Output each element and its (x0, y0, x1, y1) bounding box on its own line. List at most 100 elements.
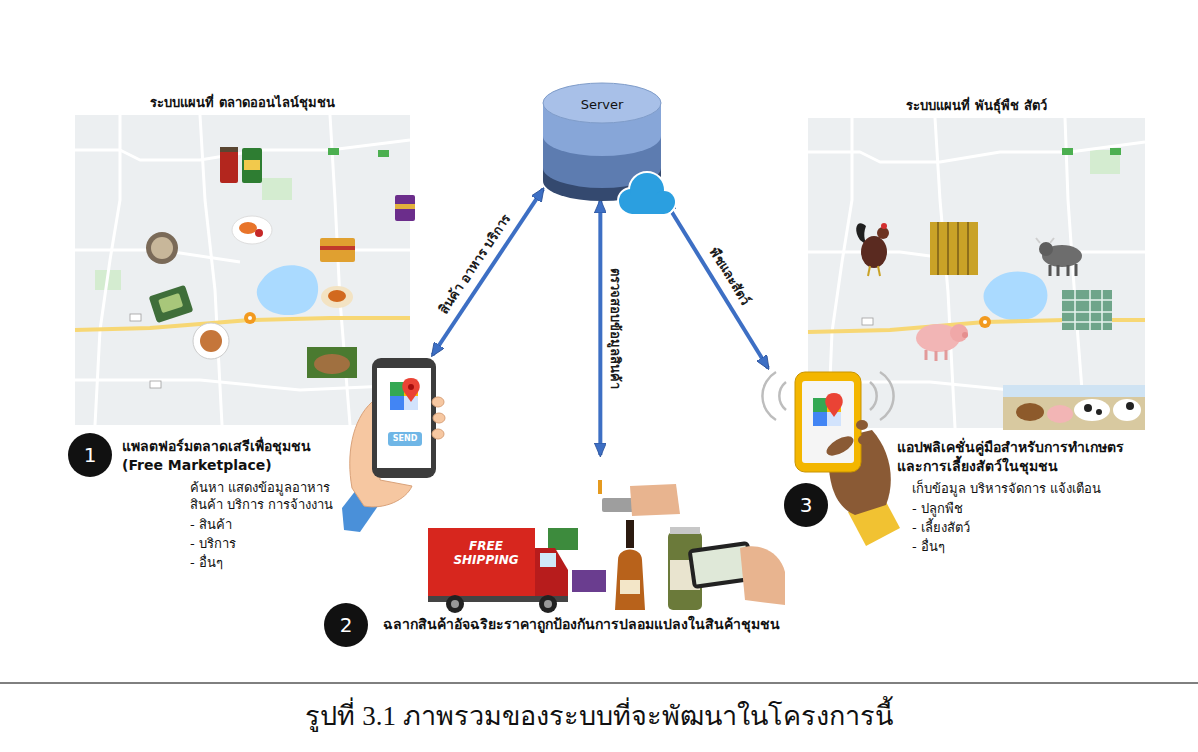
map-ground (984, 272, 1048, 321)
callout-number-text: 2 (340, 612, 353, 639)
cylinder-top (543, 83, 661, 123)
farm-photo (930, 222, 978, 275)
map-heading-slot: ระบบแผนที่ ตลาดออนไลน์ชุมชน (75, 94, 410, 112)
farm-photo (1113, 399, 1141, 421)
feature-item: - อื่นๆ (912, 538, 1112, 556)
callout-number: 1 (68, 433, 112, 477)
farm-photo (1084, 404, 1092, 412)
delivery-truck (544, 600, 552, 608)
product-bottle (626, 520, 634, 548)
farm-photo (1126, 402, 1134, 410)
farm-photo (962, 332, 968, 338)
product-photo (242, 148, 262, 183)
phone-hand (342, 358, 445, 532)
feature-item: - สินค้า (190, 516, 338, 534)
double-arrow (433, 189, 543, 355)
delivery-truck (535, 548, 568, 598)
feature-description: ค้นหา แสดงข้อมูลอาหาร สินค้า บริการ การจ… (190, 479, 338, 514)
product-photo (193, 323, 229, 359)
product-photo (151, 237, 173, 259)
phone-hand (402, 378, 420, 402)
feature-heading-slot: แอปพลิเคชั่นคู่มือสำหรับการทำเกษตรและการ… (897, 438, 1129, 476)
phone-hand (432, 429, 444, 439)
feature-heading-slot: แพลตฟอร์มตลาดเสรีเพื่อชุมชน (Free Market… (122, 437, 344, 475)
product-photo (220, 147, 238, 152)
edge-label: พืชและสัตว์ (703, 243, 754, 311)
farm-photo (861, 236, 887, 268)
feature-heading: แพลตฟอร์มตลาดเสรีเพื่อชุมชน (Free Market… (122, 437, 344, 475)
product-photo (307, 347, 357, 378)
phone-hand (432, 397, 444, 407)
farm-photo (1003, 385, 1145, 430)
map-ground (75, 115, 410, 425)
phone-hand (813, 398, 827, 412)
farm-photo (926, 350, 946, 361)
map-heading: ระบบแผนที่ พันธุ์พืช สัตว์ (808, 97, 1145, 115)
feature-item: - บริการ (190, 535, 338, 553)
farm-photo (1003, 385, 1145, 397)
product-photo (395, 204, 415, 209)
callout-number-text-slot: 3 (784, 483, 828, 527)
product-photo (200, 330, 222, 352)
map-heading: ระบบแผนที่ ตลาดออนไลน์ชุมชน (75, 94, 410, 112)
phone-hand (388, 432, 422, 446)
feature-item: - อื่นๆ (190, 554, 338, 572)
farm-photo (1047, 405, 1073, 423)
label-reader (598, 480, 602, 494)
map-marker (150, 381, 161, 388)
farm-photo (868, 266, 870, 276)
map-marker (983, 320, 987, 324)
product-photo (328, 290, 346, 302)
map-road (200, 115, 222, 425)
double-arrow (598, 201, 602, 455)
map-heading-slot: ระบบแผนที่ พันธุ์พืช สัตว์ (808, 97, 1145, 115)
caption-rule (0, 683, 1198, 684)
product-bottle (620, 580, 640, 594)
phone-hand (824, 432, 857, 459)
phone-hand (377, 368, 431, 468)
map-marker (248, 316, 252, 320)
map-road (808, 142, 1145, 162)
map-panel: ระบบแผนที่ ตลาดออนไลน์ชุมชน (75, 94, 414, 425)
edge-label-slot: ตรวจสอบข้อมูลสินค้า (606, 264, 623, 391)
map-marker (1110, 148, 1121, 155)
caption-slot: รูปที่ 3.1 ภาพรวมของระบบที่จะพัฒนาในโครง… (0, 698, 1198, 734)
phone-hand (870, 372, 894, 420)
map-marker (1062, 148, 1073, 155)
map-marker (130, 314, 141, 321)
phone-hand (390, 396, 404, 410)
label-reader (598, 480, 680, 516)
product-bottle (615, 550, 645, 611)
feature-item-slot: - ปลูกพืช (912, 500, 1112, 518)
cloud-icon (619, 173, 675, 214)
farm-photo (1050, 264, 1076, 276)
phone-hand (390, 382, 404, 396)
phone-hand (813, 412, 827, 426)
cloud-icon (623, 195, 673, 214)
delivery-truck (539, 595, 557, 613)
map-marker (979, 316, 991, 328)
map-ground (262, 178, 292, 200)
delivery-truck (540, 553, 556, 567)
product-photo (220, 150, 238, 183)
product-photo (314, 354, 350, 374)
product-photo (232, 216, 272, 244)
map-ground (257, 265, 318, 315)
feature-group: ฉลากสินค้าอัจฉริยะราคาถูกป้องกันการปลอมแ… (320, 455, 860, 645)
product-photo (395, 195, 415, 221)
product-photo (149, 285, 194, 323)
double-arrow (665, 201, 768, 368)
phone-hand (408, 384, 414, 390)
delivery-truck (446, 595, 464, 613)
feature-heading: ฉลากสินค้าอัจฉริยะราคาถูกป้องกันการปลอมแ… (383, 615, 855, 634)
phone-hand (762, 372, 786, 420)
phone-hand (856, 420, 868, 430)
feature-item-slot: - อื่นๆ (190, 554, 338, 572)
edge-label-slot: สินค้า อาหาร บริการ (435, 208, 517, 320)
truck-text-slot: FREE SHIPPING (440, 539, 532, 568)
delivery-truck (572, 570, 606, 592)
map-marker (244, 312, 256, 324)
farm-photo (881, 223, 887, 229)
